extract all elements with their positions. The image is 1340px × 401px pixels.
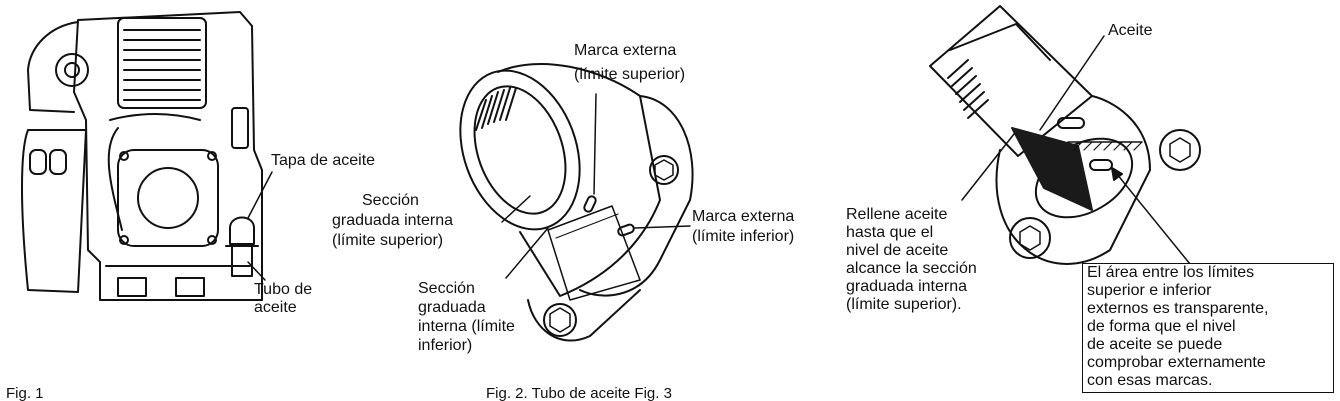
leader-oil-cap xyxy=(247,171,273,219)
cooling-shroud xyxy=(117,17,207,109)
label-outer-mark-upper-line1: Marca externa xyxy=(574,42,677,59)
label-oil-tube-line2: aceite xyxy=(254,299,297,316)
tube-outline xyxy=(929,5,1093,157)
label-fill-line6: (límite superior). xyxy=(846,296,962,313)
tube-flange xyxy=(995,95,1151,265)
label-inner-lower-line1: Sección xyxy=(418,280,475,297)
oil-cap-shape xyxy=(229,216,255,245)
caption-fig1: Fig. 1 xyxy=(6,385,44,401)
starter-housing xyxy=(27,21,79,113)
flange-bolt-right xyxy=(1159,129,1201,171)
transparency-note-box: El área entre los límites superior e inf… xyxy=(1082,263,1334,393)
tube-flange xyxy=(579,95,694,297)
starter-hub xyxy=(55,53,89,87)
leader-inner-upper xyxy=(501,195,531,223)
base-foot-right xyxy=(175,277,205,297)
label-inner-lower-line4: inferior) xyxy=(418,337,473,354)
label-fill-line5: graduada interna xyxy=(846,278,967,295)
label-fill-line3: nivel de aceite xyxy=(846,242,949,259)
label-inner-upper-line1: Sección xyxy=(362,192,419,209)
outer-mark-upper-shape xyxy=(583,195,597,213)
label-fill-line4: alcance la sección xyxy=(846,260,977,277)
leader-fill xyxy=(961,133,1015,201)
label-outer-mark-lower-line2: (límite inferior) xyxy=(692,228,795,245)
note-line5: de aceite se puede xyxy=(1087,336,1223,353)
flange-bolt-bottom xyxy=(543,303,577,337)
leader-inner-lower xyxy=(505,227,549,279)
engine-body xyxy=(73,11,263,301)
flange-bolt-left xyxy=(1009,217,1051,259)
label-inner-upper-line3: (límite superior) xyxy=(332,232,444,249)
note-line7: con esas marcas. xyxy=(1087,372,1213,389)
engine-drawing xyxy=(21,11,273,301)
window-mark-upper xyxy=(1057,117,1085,129)
label-fill-line2: hasta que el xyxy=(846,224,934,241)
label-oil-cap: Tapa de aceite xyxy=(271,152,376,169)
tube-thread-opening xyxy=(459,69,581,231)
note-line1: El área entre los límites xyxy=(1087,264,1255,281)
throttle-cable xyxy=(107,127,123,231)
label-inner-upper-line2: graduada interna xyxy=(332,212,453,229)
oil-level-drawing xyxy=(929,5,1201,265)
label-oil-tube-line1: Tubo de xyxy=(254,281,313,298)
leader-note xyxy=(1111,167,1191,265)
note-line3: externos es transparente, xyxy=(1087,300,1269,317)
oil-fill-area xyxy=(1011,127,1093,211)
window-mark-lower xyxy=(1089,159,1113,171)
label-oil: Aceite xyxy=(1108,22,1153,39)
note-line2: superior e inferior xyxy=(1087,282,1212,299)
leader-outer-upper xyxy=(593,93,597,195)
leader-oil-tube xyxy=(247,261,266,281)
label-fill-line1: Rellene aceite xyxy=(846,206,948,223)
base-foot-left xyxy=(117,277,147,297)
tube-body xyxy=(497,62,661,297)
note-line4: de forma que el nivel xyxy=(1087,318,1236,335)
oil-tube-drawing xyxy=(459,62,694,342)
cylinder-plate xyxy=(117,149,219,247)
cylinder-bore xyxy=(137,167,199,229)
oil-tube-shape xyxy=(231,245,253,277)
flange-bolt-top xyxy=(649,155,679,185)
label-outer-mark-upper-line2: (límite superior) xyxy=(574,66,686,83)
side-box xyxy=(231,107,249,149)
leader-outer-lower xyxy=(633,225,691,229)
transparent-window xyxy=(547,205,641,301)
label-inner-lower-line3: interna (límite xyxy=(418,318,515,335)
label-inner-lower-line2: graduada xyxy=(418,299,486,316)
label-outer-mark-lower-line1: Marca externa xyxy=(692,208,795,225)
note-line6: comprobar externamente xyxy=(1087,354,1266,371)
caption-fig2-fig3: Fig. 2. Tubo de aceite Fig. 3 xyxy=(486,385,672,401)
leader-oil xyxy=(1039,35,1105,131)
side-cover xyxy=(21,129,87,293)
outer-mark-lower-shape xyxy=(617,223,635,237)
